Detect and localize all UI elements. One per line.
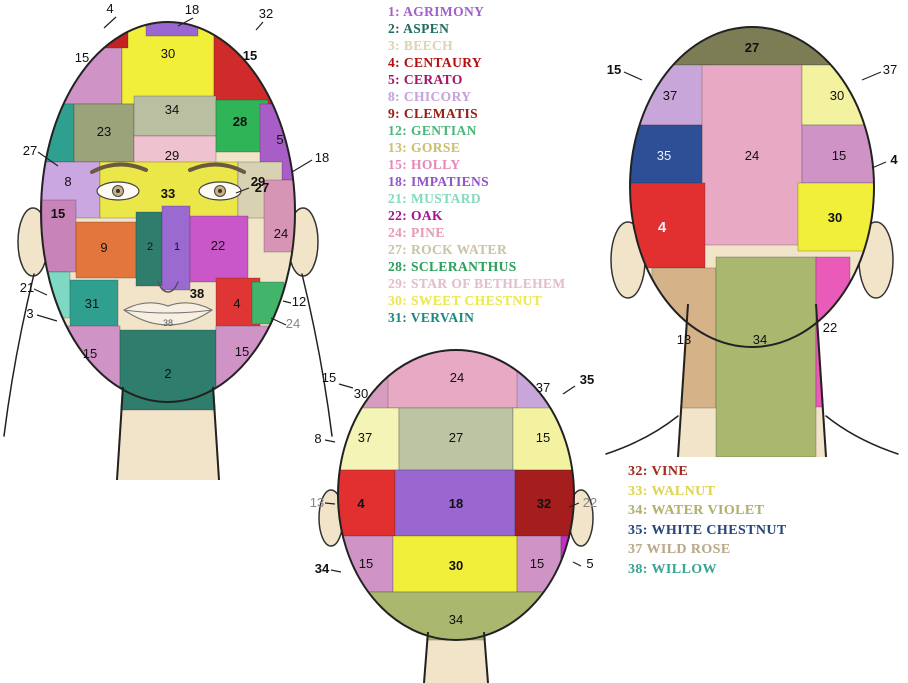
svg-text:15: 15 xyxy=(530,556,544,571)
svg-text:32: 32 xyxy=(537,496,551,511)
legend-item-34: 34: WATER VIOLET xyxy=(628,503,765,518)
svg-text:18: 18 xyxy=(185,2,199,17)
svg-text:32: 32 xyxy=(259,6,273,21)
legend-item-31: 31: VERVAIN xyxy=(388,310,475,325)
svg-text:15: 15 xyxy=(832,148,846,163)
remedy-legend-secondary: 32: VINE 33: WALNUT 34: WATER VIOLET 35: WH… xyxy=(628,462,787,579)
svg-text:30: 30 xyxy=(354,386,368,401)
svg-text:1: 1 xyxy=(174,241,180,253)
svg-text:37: 37 xyxy=(536,380,550,395)
legend-item-24: 24: PINE xyxy=(388,225,445,240)
legend-item-8: 8: CHICORY xyxy=(388,89,472,104)
svg-text:30: 30 xyxy=(449,558,463,573)
svg-text:5: 5 xyxy=(586,556,593,571)
svg-text:27: 27 xyxy=(449,430,463,445)
svg-text:15: 15 xyxy=(243,48,257,63)
legend-item-29: 29: STAR OF BETHLEHEM xyxy=(388,276,566,291)
svg-text:4: 4 xyxy=(890,152,898,167)
legend-item-33: 33: WALNUT xyxy=(628,483,716,499)
legend-item-5: 5: CERATO xyxy=(388,72,463,87)
svg-text:18: 18 xyxy=(315,150,329,165)
svg-text:34: 34 xyxy=(753,332,767,347)
svg-text:2: 2 xyxy=(164,366,171,381)
legend-item-38: 38: WILLOW xyxy=(628,561,717,577)
svg-text:21: 21 xyxy=(20,280,34,295)
svg-text:4: 4 xyxy=(357,496,365,511)
svg-text:8: 8 xyxy=(314,431,321,446)
remedy-legend-main: 1: AGRIMONY 2: ASPEN 3: BEECH 4: CENTAURY 5:… xyxy=(388,3,566,326)
svg-text:22: 22 xyxy=(211,238,225,253)
back-head-diagram: 27 37 24 30 35 15 4 30 13 34 22 15 37 4 xyxy=(605,26,899,457)
legend-item-15: 15: HOLLY xyxy=(388,157,461,172)
svg-text:30: 30 xyxy=(161,46,175,61)
svg-text:37: 37 xyxy=(883,62,897,77)
svg-text:5: 5 xyxy=(276,132,283,147)
legend-item-9: 9: CLEMATIS xyxy=(388,106,479,121)
svg-text:34: 34 xyxy=(165,102,179,117)
svg-text:35: 35 xyxy=(580,372,594,387)
svg-text:37: 37 xyxy=(358,430,372,445)
svg-text:24: 24 xyxy=(286,316,300,331)
svg-text:37: 37 xyxy=(663,88,677,103)
svg-text:34: 34 xyxy=(449,612,463,627)
legend-item-18: 18: IMPATIENS xyxy=(388,174,490,189)
svg-text:34: 34 xyxy=(315,561,330,576)
svg-text:22: 22 xyxy=(823,320,837,335)
top-head-diagram: 30 24 37 37 27 15 4 18 32 15 30 15 34 15 35 8 13 22 34 5 xyxy=(310,349,597,683)
legend-item-12: 12: GENTIAN xyxy=(388,123,477,138)
svg-text:13: 13 xyxy=(310,495,324,510)
svg-text:12: 12 xyxy=(292,294,306,309)
svg-text:9: 9 xyxy=(100,240,107,255)
svg-text:24: 24 xyxy=(274,226,288,241)
svg-text:28: 28 xyxy=(233,114,247,129)
legend-item-32: 32: VINE xyxy=(628,464,689,479)
svg-text:27: 27 xyxy=(255,180,269,195)
svg-text:38: 38 xyxy=(163,318,173,328)
svg-text:4: 4 xyxy=(233,296,240,311)
legend-item-2: 2: ASPEN xyxy=(388,21,450,36)
svg-text:30: 30 xyxy=(830,88,844,103)
svg-text:27: 27 xyxy=(745,40,759,55)
svg-text:15: 15 xyxy=(536,430,550,445)
svg-text:4: 4 xyxy=(106,1,113,16)
svg-text:15: 15 xyxy=(83,346,97,361)
svg-text:15: 15 xyxy=(51,206,65,221)
svg-text:18: 18 xyxy=(449,496,463,511)
svg-text:4: 4 xyxy=(658,219,667,236)
legend-item-4: 4: CENTAURY xyxy=(388,55,483,70)
svg-text:33: 33 xyxy=(161,186,175,201)
svg-text:22: 22 xyxy=(583,495,597,510)
legend-item-27: 27: ROCK WATER xyxy=(388,242,508,257)
legend-item-37: 37 WILD ROSE xyxy=(628,542,731,557)
svg-text:30: 30 xyxy=(828,210,842,225)
svg-text:27: 27 xyxy=(23,143,37,158)
legend-item-3: 3: BEECH xyxy=(388,38,454,53)
legend-item-13: 13: GORSE xyxy=(388,140,461,155)
svg-text:23: 23 xyxy=(97,124,111,139)
svg-text:24: 24 xyxy=(450,370,464,385)
svg-text:31: 31 xyxy=(85,296,99,311)
legend-item-1: 1: AGRIMONY xyxy=(388,4,485,19)
svg-text:29: 29 xyxy=(251,174,265,189)
legend-item-22: 22: OAK xyxy=(388,208,443,223)
svg-text:38: 38 xyxy=(190,286,204,301)
svg-text:15: 15 xyxy=(75,50,89,65)
svg-text:13: 13 xyxy=(677,332,691,347)
svg-text:15: 15 xyxy=(235,344,249,359)
svg-text:3: 3 xyxy=(26,306,33,321)
svg-text:15: 15 xyxy=(359,556,373,571)
legend-item-35: 35: WHITE CHESTNUT xyxy=(628,522,787,538)
legend-item-28: 28: SCLERANTHUS xyxy=(388,259,517,274)
svg-text:35: 35 xyxy=(657,148,671,163)
svg-text:15: 15 xyxy=(322,370,336,385)
svg-text:2: 2 xyxy=(147,241,153,253)
legend-item-30: 30: SWEET CHESTNUT xyxy=(388,293,542,308)
svg-text:24: 24 xyxy=(745,148,759,163)
svg-text:15: 15 xyxy=(607,62,621,77)
svg-text:29: 29 xyxy=(165,148,179,163)
svg-text:8: 8 xyxy=(64,174,71,189)
legend-item-21: 21: MUSTARD xyxy=(388,191,482,206)
